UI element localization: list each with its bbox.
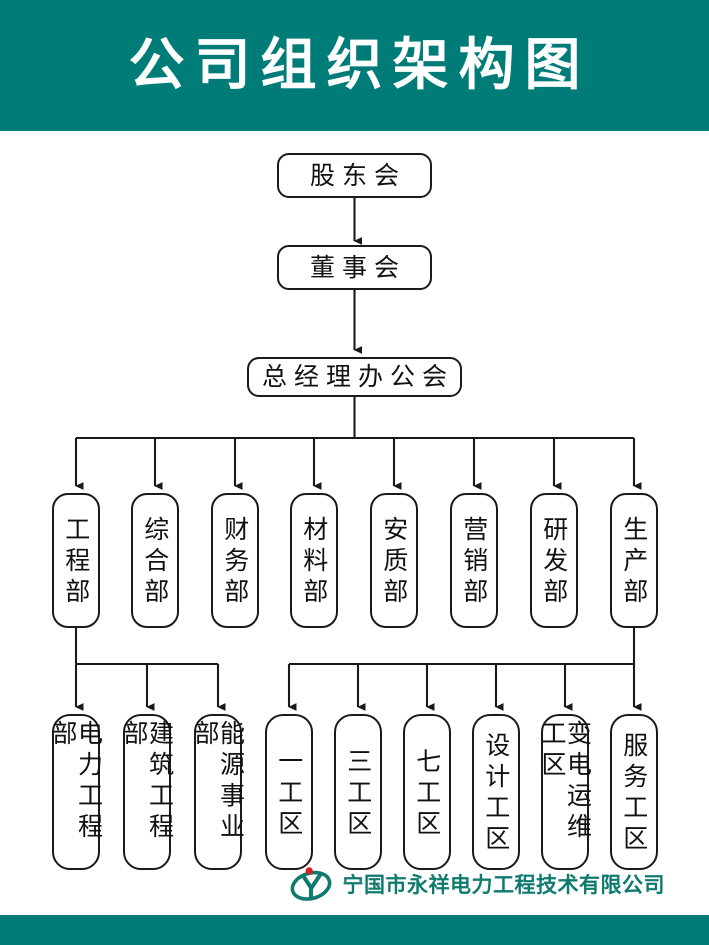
node-unit-area-1[interactable]: 一工区 xyxy=(265,714,313,870)
node-unit-building-engineering[interactable]: 建筑工程部 xyxy=(120,714,175,870)
node-unit-design[interactable]: 设计工区 xyxy=(472,714,520,870)
node-dept-general-affairs[interactable]: 综合部 xyxy=(131,493,179,628)
node-unit-area-7[interactable]: 七工区 xyxy=(403,714,451,870)
node-dept-engineering[interactable]: 工程部 xyxy=(52,493,100,628)
header-band xyxy=(0,0,709,131)
node-dept-production[interactable]: 生产部 xyxy=(610,493,658,628)
node-dept-materials[interactable]: 材料部 xyxy=(290,493,338,628)
node-unit-service[interactable]: 服务工区 xyxy=(610,714,658,870)
company-name: 宁国市永祥电力工程技术有限公司 xyxy=(342,873,665,897)
yongxiang-company-logo-icon xyxy=(290,867,331,901)
footer-brand: 宁国市永祥电力工程技术有限公司 xyxy=(0,855,709,913)
node-gm-office[interactable]: 总经理办公会 xyxy=(247,357,462,397)
node-unit-energy-business[interactable]: 能源事业部 xyxy=(191,714,246,870)
node-board-of-directors[interactable]: 董事会 xyxy=(277,245,432,290)
node-dept-research-development[interactable]: 研发部 xyxy=(530,493,578,628)
node-dept-safety-quality[interactable]: 安质部 xyxy=(370,493,418,628)
node-unit-power-engineering[interactable]: 电力工程部 xyxy=(49,714,104,870)
node-unit-area-3[interactable]: 三工区 xyxy=(334,714,382,870)
node-shareholders[interactable]: 股东会 xyxy=(277,153,432,198)
org-chart-canvas: 股东会 董事会 总经理办公会 工程部 综合部 财务部 材料部 安质部 营销部 研… xyxy=(0,131,709,915)
footer-band xyxy=(0,915,709,945)
node-dept-marketing[interactable]: 营销部 xyxy=(450,493,498,628)
node-unit-substation-om[interactable]: 变电运维工区 xyxy=(538,714,593,870)
node-dept-finance[interactable]: 财务部 xyxy=(211,493,259,628)
page-title: 公司组织架构图 xyxy=(128,32,591,98)
